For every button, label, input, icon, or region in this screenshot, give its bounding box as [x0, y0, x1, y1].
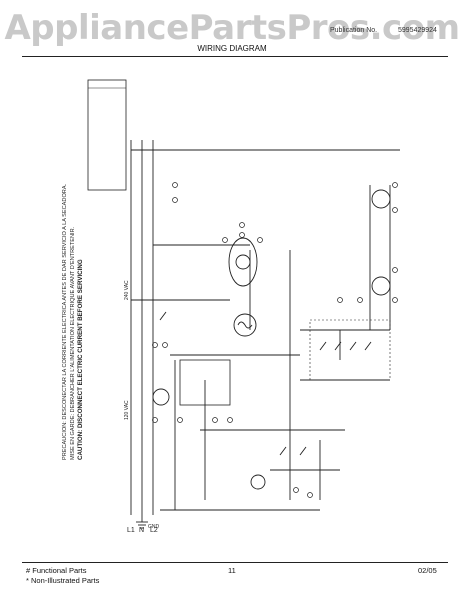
ground-label: GND: [148, 524, 160, 530]
voltage-label-240: 240 VAC: [124, 280, 130, 300]
caution-line-3: PRECAUCION: DESCONECTAR LA CORRIENTE ELE…: [62, 183, 68, 460]
timer-motor-symbol: [152, 189, 391, 490]
page-number: 11: [228, 566, 236, 575]
motor-symbol: [233, 313, 257, 337]
watermark: AppliancePartsPros.com: [4, 8, 460, 48]
caution-line-2: MISE EN GARDE: DEBRANCHER L'ALIMENTATION…: [70, 226, 76, 460]
ground-symbol: [136, 515, 148, 529]
caution-line-1: CAUTION: DISCONNECT ELECTRIC CURRENT BEF…: [77, 259, 84, 460]
publication-number: 5995429924: [398, 27, 437, 34]
line-label-l2: L2: [150, 527, 158, 534]
drive-motor-symbol: [228, 237, 258, 287]
footer-rule: [22, 562, 448, 563]
page-title: WIRING DIAGRAM: [197, 44, 267, 53]
header-rule: [22, 56, 448, 57]
warning-box: [87, 79, 127, 191]
voltage-label-120: 120 VAC: [124, 400, 130, 420]
terminals: [152, 182, 398, 498]
footer-date: 02/05: [418, 566, 437, 575]
power-bus: [130, 140, 400, 515]
timer-box: [179, 359, 231, 406]
switch-contacts: [159, 311, 372, 456]
footer-functional-parts: # Functional Parts: [26, 566, 87, 575]
publication-label: Publication No.: [330, 27, 378, 34]
cycle-selector-box: [309, 319, 391, 381]
line-label-n: N: [139, 527, 144, 534]
footer-non-illustrated-parts: * Non-Illustrated Parts: [26, 576, 100, 585]
line-label-l1: L1: [127, 527, 135, 534]
